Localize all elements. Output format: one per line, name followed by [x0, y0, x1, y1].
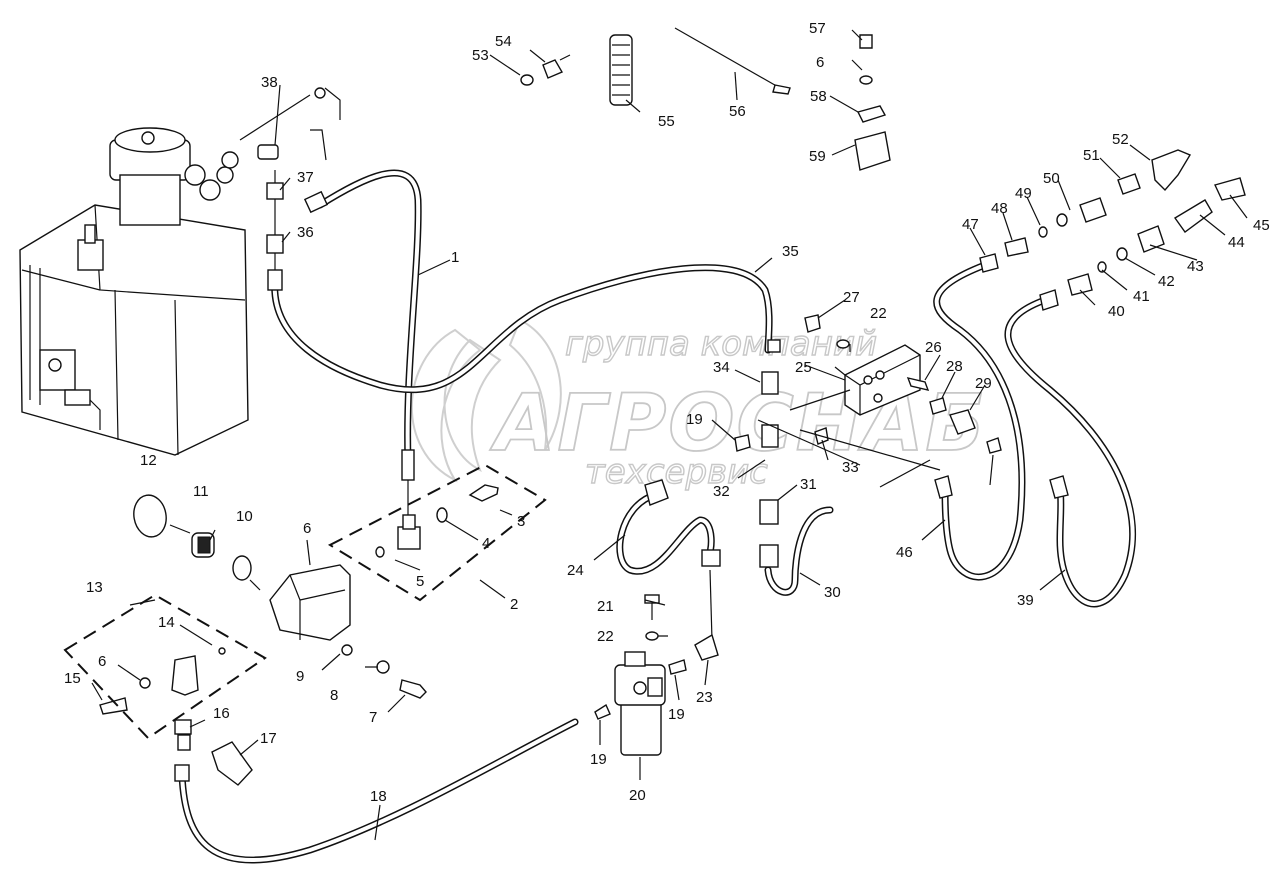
- callout-4: 4: [482, 535, 490, 552]
- callout-43: 43: [1187, 258, 1204, 275]
- callout-37: 37: [297, 169, 314, 186]
- dashed-groups: [63, 463, 547, 740]
- callout-6b: 6: [98, 653, 106, 670]
- callout-33: 33: [842, 459, 859, 476]
- callout-20: 20: [629, 787, 646, 804]
- hoses: [178, 169, 1137, 864]
- callout-38: 38: [261, 74, 278, 91]
- tank-assembly: [19, 87, 341, 456]
- leader-lines: [91, 29, 1248, 841]
- callout-7: 7: [369, 709, 377, 726]
- callout-53: 53: [472, 47, 489, 64]
- callout-40: 40: [1108, 303, 1125, 320]
- callout-51: 51: [1083, 147, 1100, 164]
- callout-23: 23: [696, 689, 713, 706]
- callout-2: 2: [510, 596, 518, 613]
- callout-57: 57: [809, 20, 826, 37]
- callout-27: 27: [843, 289, 860, 306]
- callout-22a: 22: [597, 628, 614, 645]
- callout-39: 39: [1017, 592, 1034, 609]
- callout-6: 6: [303, 520, 311, 537]
- callout-41: 41: [1133, 288, 1150, 305]
- callout-12: 12: [140, 452, 157, 469]
- callout-50: 50: [1043, 170, 1060, 187]
- callout-19a: 19: [590, 751, 607, 768]
- callout-19c: 19: [686, 411, 703, 428]
- callout-13: 13: [86, 579, 103, 596]
- callout-19b: 19: [668, 706, 685, 723]
- callout-22b: 22: [870, 305, 887, 322]
- callout-47: 47: [962, 216, 979, 233]
- callout-14: 14: [158, 614, 175, 631]
- callout-49: 49: [1015, 185, 1032, 202]
- callout-42: 42: [1158, 273, 1175, 290]
- fittings: [99, 27, 1246, 786]
- callout-10: 10: [236, 508, 253, 525]
- callout-48: 48: [991, 200, 1008, 217]
- callout-5: 5: [416, 573, 424, 590]
- callout-52: 52: [1112, 131, 1129, 148]
- callout-28: 28: [946, 358, 963, 375]
- callout-29: 29: [975, 375, 992, 392]
- callout-46: 46: [896, 544, 913, 561]
- callout-45: 45: [1253, 217, 1270, 234]
- callout-44: 44: [1228, 234, 1245, 251]
- callout-26: 26: [925, 339, 942, 356]
- callout-34: 34: [713, 359, 730, 376]
- callout-6c: 6: [816, 54, 824, 71]
- callout-8: 8: [330, 687, 338, 704]
- callout-58: 58: [810, 88, 827, 105]
- callout-24: 24: [567, 562, 584, 579]
- callout-35: 35: [782, 243, 799, 260]
- callout-56: 56: [729, 103, 746, 120]
- callout-25: 25: [795, 359, 812, 376]
- callout-59: 59: [809, 148, 826, 165]
- callout-3: 3: [517, 513, 525, 530]
- watermark-line1: группа компаний: [565, 324, 877, 364]
- callout-11: 11: [193, 483, 209, 500]
- watermark: группа компаний АГРОСНАБ техсервис: [410, 318, 986, 493]
- callout-21: 21: [597, 598, 614, 615]
- callout-18: 18: [370, 788, 387, 805]
- callout-55: 55: [658, 113, 675, 130]
- callout-17: 17: [260, 730, 277, 747]
- callout-16: 16: [213, 705, 230, 722]
- callout-9: 9: [296, 668, 304, 685]
- callout-15: 15: [64, 670, 81, 687]
- callout-1: 1: [451, 249, 459, 266]
- callout-32: 32: [713, 483, 730, 500]
- callout-54: 54: [495, 33, 512, 50]
- callout-30: 30: [824, 584, 841, 601]
- callout-31: 31: [800, 476, 817, 493]
- watermark-line3: техсервис: [585, 452, 768, 492]
- callout-36: 36: [297, 224, 314, 241]
- part-callouts: 1 2 3 4 5 6 7 8 9 10 11 12 13 14 15 6 16…: [64, 20, 1270, 805]
